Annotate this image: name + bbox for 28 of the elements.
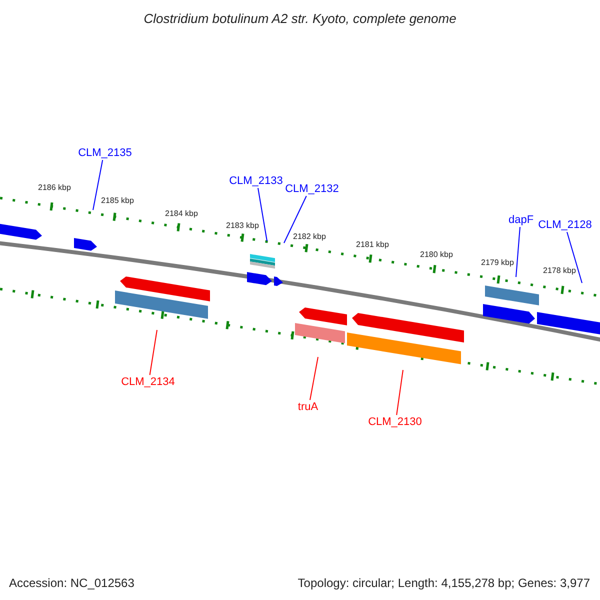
gene-label: CLM_2134 [121, 375, 175, 389]
genome-stats-note: Topology: circular; Length: 4,155,278 bp; Genes: 3,977 [298, 575, 590, 592]
position-label: 2184 kbp [165, 209, 198, 219]
position-label: 2179 kbp [481, 258, 514, 268]
leader-line [516, 226, 520, 278]
position-label: 2183 kbp [226, 221, 259, 231]
leader-line [396, 370, 404, 416]
accession-note: Accession: NC_012563 [9, 575, 134, 592]
leader-line [258, 188, 268, 242]
position-label: 2181 kbp [356, 240, 389, 250]
position-label: 2186 kbp [38, 183, 71, 193]
leader-line [149, 330, 158, 376]
position-label: 2180 kbp [420, 250, 453, 260]
position-label: 2185 kbp [101, 196, 134, 206]
position-label: 2182 kbp [293, 232, 326, 242]
gene-label: CLM_2132 [285, 182, 339, 196]
leader-line [310, 356, 318, 400]
gene-label: CLM_2128 [538, 218, 592, 232]
gene-label: CLM_2135 [78, 146, 132, 160]
gene-label: truA [298, 400, 318, 414]
leader-line [92, 160, 104, 210]
position-label: 2178 kbp [543, 266, 576, 276]
gene-label: CLM_2130 [368, 415, 422, 429]
leader-line [566, 232, 582, 284]
title: Clostridium botulinum A2 str. Kyoto, complete genome [142, 10, 458, 28]
gene-label: CLM_2133 [229, 174, 283, 188]
gene-label: dapF [508, 213, 534, 227]
leader-line [284, 196, 307, 244]
